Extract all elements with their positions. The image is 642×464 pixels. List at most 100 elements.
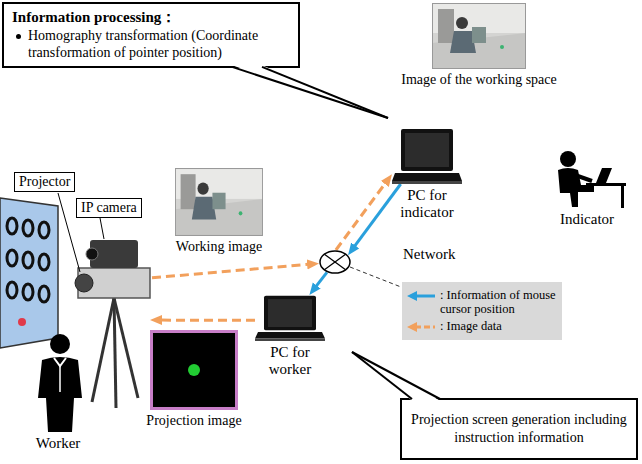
laptop-icon-part [268, 299, 312, 327]
worker-pc: PC for worker [255, 295, 325, 341]
panel-part [23, 252, 33, 268]
bullet-dot [16, 34, 21, 39]
network-symbol-part [324, 254, 345, 270]
laptop-icon-part [392, 173, 462, 181]
projector-label: Projector [14, 172, 75, 192]
legend-row: : Information of mouse cursor position [406, 288, 558, 317]
laptop-icon-part [392, 181, 462, 184]
photo-part [175, 168, 263, 236]
workspace-image-label: Image of the working space [389, 72, 569, 88]
laptop-icon-part [255, 332, 325, 339]
photo-part [212, 193, 225, 209]
legend-box: : Information of mouse cursor position : … [402, 282, 562, 340]
worker-icon-part [54, 358, 66, 366]
legend-arrow-head [407, 291, 417, 301]
ip-camera: IP camera [76, 198, 152, 282]
laptop-icon-part [401, 129, 453, 171]
worker-icon-part [59, 366, 61, 392]
laptop-icon-part [264, 296, 316, 331]
green-pointer [188, 364, 200, 376]
person-icon-part [558, 168, 594, 207]
person-icon [548, 150, 626, 208]
photo-part [433, 4, 526, 69]
laptop-icon [392, 128, 462, 184]
legend-row: : Image data [406, 319, 558, 334]
legend-line [415, 295, 435, 298]
indicator-pc-label: PC for indicator [387, 187, 467, 221]
workspace-image: Image of the working space [432, 3, 526, 69]
tripod-leg [114, 298, 116, 408]
projection-image: Projection image [150, 330, 238, 410]
legend-sample [406, 320, 436, 334]
legend-sample [406, 289, 436, 303]
camera-lens [86, 248, 98, 260]
working-image: Working image [175, 168, 263, 236]
photo-part [472, 27, 486, 43]
panel-part [23, 284, 33, 300]
panel-part [7, 250, 17, 266]
network-hub-label: Network [403, 246, 456, 263]
laptop-icon-part [255, 339, 325, 341]
callout-text: Homography transformation (Coordinate tr… [28, 27, 290, 61]
legend-arrow-head [407, 322, 417, 332]
worker-pc-label: PC for worker [250, 344, 330, 378]
photo [175, 168, 263, 236]
photo-part [197, 182, 208, 194]
person-icon-part [560, 151, 576, 167]
photo-part [456, 17, 468, 29]
projection-image-label: Projection image [129, 413, 259, 429]
callout-tail [352, 352, 412, 399]
indicator-person: Indicator [548, 150, 626, 208]
callout-tail-fill [232, 65, 388, 118]
photo-part [500, 45, 504, 49]
projected-pointer [18, 318, 26, 326]
panel-part [39, 222, 49, 238]
worker-icon-part [38, 357, 82, 432]
cursor-info-arrow [314, 272, 327, 288]
network-hub: Network [319, 250, 351, 274]
ip-camera-label: IP camera [76, 198, 142, 218]
leader-line [100, 218, 104, 239]
image-data-arrow [158, 319, 255, 322]
laptop-icon-part [405, 133, 449, 167]
bullet-item: Homography transformation (Coordinate tr… [12, 27, 290, 61]
worker-icon [30, 332, 86, 432]
info-callout: Information processing：Homography transf… [2, 2, 300, 68]
callout-tail-fill [352, 352, 440, 401]
legend-text: : Information of mouse cursor position [440, 288, 558, 317]
panel-part [7, 282, 17, 298]
network-symbol [319, 250, 351, 274]
laptop-icon [255, 295, 325, 341]
callout-tail [262, 67, 388, 118]
projection-screen [150, 330, 238, 410]
panel-part [7, 218, 17, 234]
cursor-info-arrow [353, 184, 401, 249]
network-symbol-part [324, 254, 345, 270]
callout-text: Projection screen generation including i… [410, 411, 628, 445]
network-symbol-part [320, 251, 350, 273]
network-line [350, 267, 401, 287]
panel-board [0, 198, 58, 348]
tripod-leg [92, 298, 114, 402]
panel-part [39, 254, 49, 270]
photo-part [239, 211, 243, 215]
photo-part [175, 169, 262, 236]
photo [432, 3, 526, 69]
person-icon-part [621, 186, 624, 208]
person-icon-part [586, 183, 626, 186]
wall-panel [0, 198, 58, 348]
legend-line [415, 325, 435, 328]
generation-callout: Projection screen generation including i… [400, 398, 638, 460]
working-image-label: Working image [159, 239, 279, 255]
photo-part [432, 3, 526, 69]
panel-part [39, 286, 49, 302]
legend-text: : Image data [440, 319, 558, 333]
person-icon-part [575, 175, 592, 181]
worker-icon-part [50, 334, 70, 354]
callout-tail [232, 67, 388, 118]
indicator-person-label: Indicator [542, 211, 632, 228]
projector: Projector [14, 172, 150, 328]
